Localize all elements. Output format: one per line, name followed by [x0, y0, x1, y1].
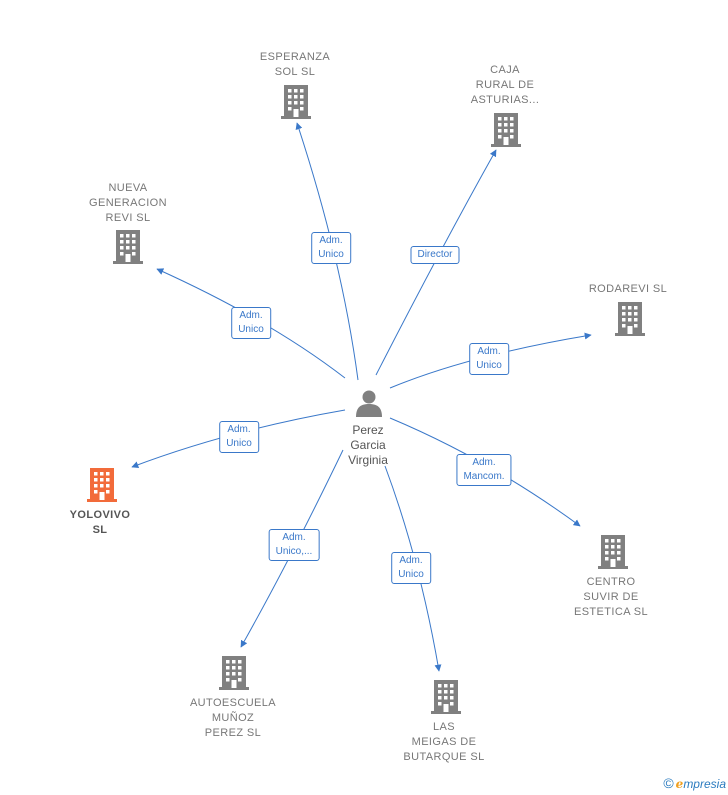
building-icon	[614, 300, 646, 341]
role-line: Adm.	[477, 346, 501, 357]
role-badge-centro[interactable]: Adm. Mancom.	[456, 454, 512, 486]
building-icon	[112, 228, 144, 269]
role-line: Unico	[476, 360, 502, 371]
company-name: NUEVA GENERACION REVI SL	[89, 181, 167, 226]
company-name-line: SUVIR DE	[583, 591, 639, 603]
company-name-line: MEIGAS DE	[411, 736, 477, 748]
role-badge-autoescuela[interactable]: Adm. Unico,...	[268, 529, 320, 561]
person-name: Perez Garcia Virginia	[348, 423, 388, 468]
company-name-line: AUTOESCUELA	[189, 697, 277, 709]
role-badge-nueva[interactable]: Adm. Unico	[231, 307, 271, 339]
building-icon	[430, 678, 462, 719]
company-name-line: SL	[92, 524, 108, 536]
brand-watermark: ©empresia	[663, 775, 726, 791]
company-name: AUTOESCUELA MUÑOZ PEREZ SL	[190, 696, 276, 741]
company-name-line: PEREZ SL	[204, 727, 262, 739]
person-name-line: Garcia	[350, 438, 386, 452]
company-name: LAS MEIGAS DE BUTARQUE SL	[403, 720, 484, 765]
company-name-line: CENTRO	[586, 576, 636, 588]
building-icon	[597, 533, 629, 574]
company-name-line: RODAREVI SL	[588, 283, 668, 295]
role-line: Adm.	[319, 235, 343, 246]
company-name: ESPERANZA SOL SL	[260, 50, 330, 80]
person-icon	[356, 390, 382, 417]
building-icon	[218, 654, 250, 695]
company-name-line: MUÑOZ	[211, 712, 255, 724]
company-name-line: ESTETICA SL	[573, 606, 649, 618]
company-name-line: LAS	[433, 721, 455, 733]
role-badge-caja[interactable]: Director	[410, 246, 460, 264]
role-line: Unico	[398, 569, 424, 580]
role-badge-yolovivo[interactable]: Adm. Unico	[219, 421, 259, 453]
role-badge-esperanza[interactable]: Adm. Unico	[311, 232, 351, 264]
company-name-line: GENERACION	[89, 197, 167, 209]
brand-name: mpresia	[683, 777, 726, 791]
role-line: Adm.	[227, 424, 251, 435]
building-icon	[490, 111, 522, 152]
person-name-line: Virginia	[348, 453, 388, 467]
company-name-line: YOLOVIVO	[69, 509, 131, 521]
role-line: Adm.	[399, 555, 423, 566]
person-name-line: Perez	[352, 423, 384, 437]
role-line: Adm.	[472, 457, 496, 468]
copyright-symbol: ©	[663, 775, 674, 791]
company-name: YOLOVIVO SL	[70, 508, 131, 538]
brand-logo-e: e	[675, 777, 684, 791]
role-line: Mancom.	[463, 471, 505, 482]
company-name-line: RURAL DE	[475, 79, 535, 91]
role-badge-rodarevi[interactable]: Adm. Unico	[469, 343, 509, 375]
company-name: CENTRO SUVIR DE ESTETICA SL	[574, 575, 648, 620]
role-line: Unico,...	[275, 546, 313, 557]
company-name: CAJA RURAL DE ASTURIAS...	[471, 63, 540, 108]
company-name: RODAREVI SL	[589, 282, 667, 297]
company-name-line: NUEVA	[108, 182, 148, 194]
company-name-line: CAJA	[490, 64, 520, 76]
role-line: Director	[417, 249, 453, 260]
building-icon	[86, 466, 118, 507]
role-line: Unico	[226, 438, 252, 449]
company-name-line: REVI SL	[105, 212, 151, 224]
role-line: Adm.	[239, 310, 263, 321]
company-name-line: ESPERANZA	[259, 51, 331, 63]
company-name-line: SOL SL	[274, 66, 316, 78]
role-line: Unico	[318, 249, 344, 260]
company-name-line: BUTARQUE SL	[403, 751, 485, 763]
building-icon	[280, 83, 312, 124]
role-line: Unico	[238, 324, 264, 335]
company-name-line: ASTURIAS...	[470, 94, 540, 106]
role-line: Adm.	[282, 532, 306, 543]
role-badge-meigas[interactable]: Adm. Unico	[391, 552, 431, 584]
